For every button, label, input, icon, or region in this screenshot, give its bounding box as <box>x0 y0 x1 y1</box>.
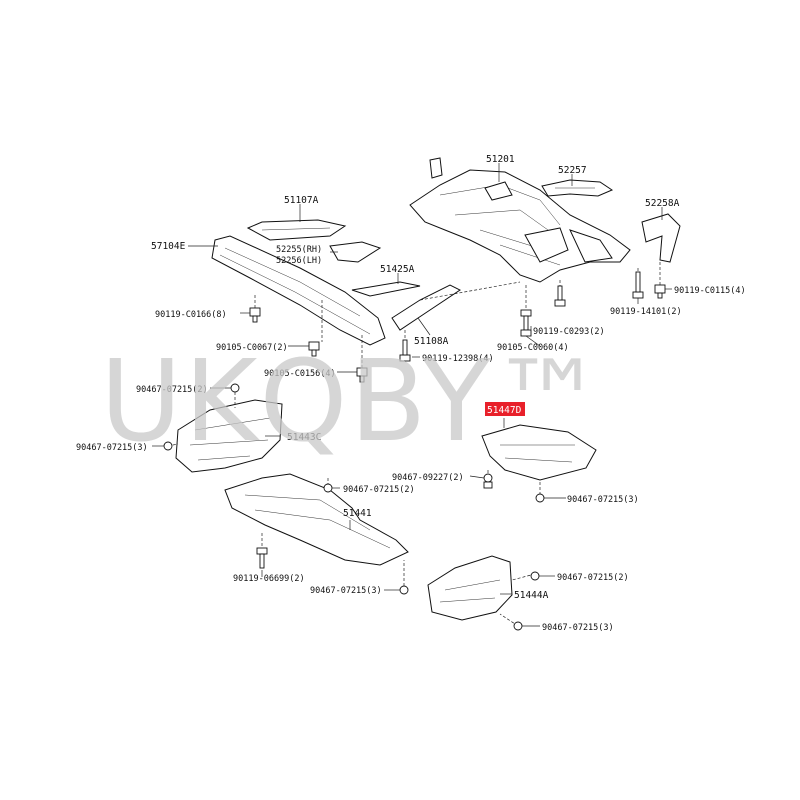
part-label: 90467-07215(2) <box>557 573 629 583</box>
part-label: 90467-07215(3) <box>567 495 639 505</box>
cover-51443C <box>175 399 283 473</box>
part-label: 51107A <box>284 195 319 206</box>
bolt-icon <box>520 309 532 337</box>
bolts <box>163 271 666 631</box>
part-label: 51425A <box>380 264 415 275</box>
part-labels: 51201 52257 52258A 51107A 57104E 52255(R… <box>76 154 746 633</box>
part-label: 51444A <box>514 590 549 601</box>
watermark-text: UKQBY™ <box>100 337 607 467</box>
part-label: 90105-C0060(4) <box>497 343 569 353</box>
plate-51107A <box>246 219 347 241</box>
crossmember-51201 <box>409 157 631 283</box>
part-label: 52258A <box>645 198 680 209</box>
clip-icon <box>535 493 545 503</box>
bolt-icon <box>399 339 411 362</box>
cover-51441 <box>224 473 409 566</box>
part-label: 57104E <box>151 241 186 252</box>
part-label: 90119-06699(2) <box>233 574 305 584</box>
brace-51108A <box>391 284 461 331</box>
part-label: 90119-C0293(2) <box>533 327 605 337</box>
part-label: 90467-07215(3) <box>76 443 148 453</box>
part-label: 90105-C0156(4) <box>264 369 336 379</box>
part-label: 90467-07215(3) <box>542 623 614 633</box>
part-label: 90119-C0166(8) <box>155 310 227 320</box>
clip-icon <box>513 621 523 631</box>
part-label: 51443C <box>287 432 321 443</box>
cover-51444A <box>427 555 513 621</box>
bolt-icon <box>249 307 261 323</box>
member-57104E <box>211 235 386 346</box>
part-label: 90467-07215(2) <box>343 485 415 495</box>
bolt-icon <box>632 271 644 299</box>
bar-51425A <box>351 281 421 297</box>
bolt-icon <box>654 284 666 299</box>
highlight-box <box>485 402 525 416</box>
part-label: 90467-07215(3) <box>310 586 382 596</box>
part-label: 51108A <box>414 336 449 347</box>
clip-icon <box>483 473 493 489</box>
clip-icon <box>399 585 409 595</box>
part-label-highlighted: 51447D <box>487 405 522 416</box>
part-label: 90105-C0067(2) <box>216 343 288 353</box>
brace-52255-52256 <box>329 241 382 263</box>
bracket-52258A <box>641 213 681 263</box>
part-label: 52256(LH) <box>276 256 322 266</box>
part-label: 90467-09227(2) <box>392 473 464 483</box>
part-label: 90119-12398(4) <box>422 354 494 364</box>
part-label: 52257 <box>558 165 587 176</box>
cover-51447D <box>481 424 597 481</box>
part-label: 90119-C0115(4) <box>674 286 746 296</box>
bracket-52257 <box>541 179 614 197</box>
leader-lines <box>152 163 672 627</box>
bolt-icon <box>256 547 268 569</box>
part-label: 52255(RH) <box>276 245 322 255</box>
part-label: 90467-07215(2) <box>136 385 208 395</box>
part-label: 51201 <box>486 154 515 165</box>
clip-icon <box>323 483 333 493</box>
bolt-icon <box>554 285 566 307</box>
part-label: 51441 <box>343 508 372 519</box>
part-label: 90119-14101(2) <box>610 307 682 317</box>
clip-icon <box>530 571 540 581</box>
